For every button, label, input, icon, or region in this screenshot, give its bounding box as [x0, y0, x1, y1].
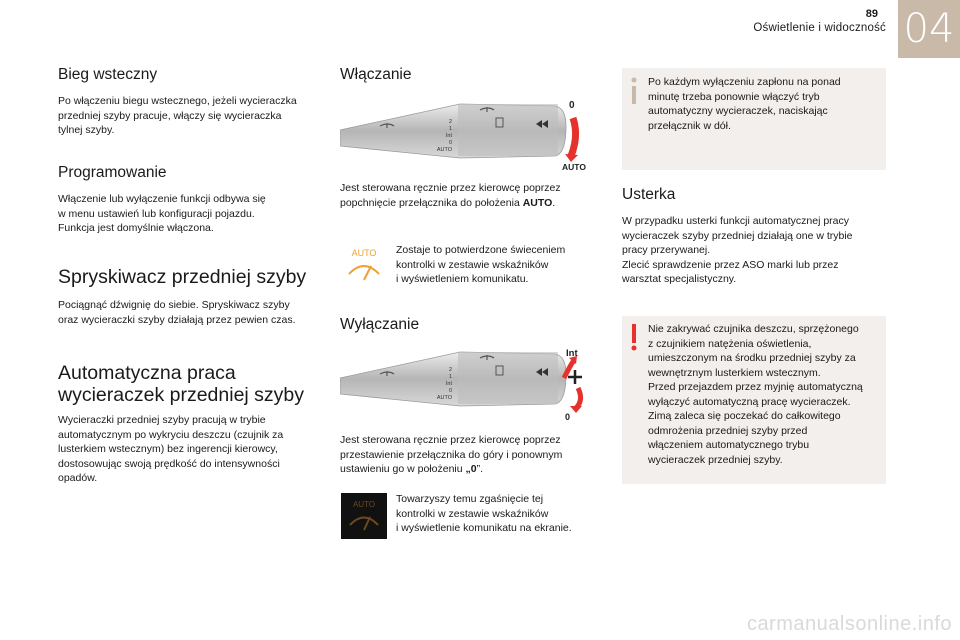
heading-washer: Spryskiwacz przedniej szyby	[58, 266, 307, 288]
wiper-lever-off-illustration: 2 1 Int 0 AUTO Int 0	[340, 348, 584, 422]
text-on: Jest sterowana ręcznie przez kierowcę po…	[340, 182, 561, 209]
lever2-pos-int: Int	[446, 381, 453, 387]
lever2-pos-2: 2	[449, 367, 452, 373]
svg-text:AUTO: AUTO	[353, 500, 375, 509]
lever-pos-1: 1	[449, 126, 452, 132]
lever2-pos-1: 1	[449, 374, 452, 380]
text-off: Jest sterowana ręcznie przez kierowcę po…	[340, 434, 563, 475]
lever2-bottom-label: 0	[565, 412, 570, 422]
text-fault: W przypadku usterki funkcji automatyczne…	[622, 215, 853, 285]
section-title: Oświetlenie i widoczność	[753, 22, 886, 34]
text-auto-wipe: Wycieraczki przedniej szyby pracują w tr…	[58, 414, 284, 484]
lever-pos-auto: AUTO	[437, 147, 453, 153]
heading-fault: Usterka	[622, 186, 676, 203]
heading-reverse: Bieg wsteczny	[58, 66, 158, 83]
wiper-lever-on-illustration: 2 1 Int 0 AUTO 0 AUTO	[340, 100, 586, 172]
lever-pos-int: Int	[446, 133, 453, 139]
lever2-top-label: Int	[566, 348, 578, 359]
text-warning: Nie zakrywać czujnika deszczu, sprzężone…	[648, 323, 863, 466]
heading-auto-wipe: Automatyczna praca wycieraczek przedniej…	[58, 362, 305, 406]
warning-box	[622, 316, 886, 484]
lever-bottom-label: AUTO	[562, 162, 586, 172]
auto-wiper-lit-icon: AUTO	[341, 244, 387, 290]
warning-icon	[629, 322, 639, 352]
heading-on: Włączanie	[340, 66, 412, 83]
svg-text:AUTO: AUTO	[352, 248, 377, 258]
lever-pos-0: 0	[449, 140, 452, 146]
auto-wiper-off-icon: AUTO	[341, 493, 387, 539]
lever2-pos-auto: AUTO	[437, 395, 453, 401]
heading-off: Wyłączanie	[340, 316, 420, 333]
lever-top-label: 0	[569, 100, 575, 111]
text-washer: Pociągnąć dźwignię do siebie. Spryskiwac…	[58, 299, 296, 326]
page-number: 89	[865, 8, 878, 20]
info-box	[622, 68, 886, 170]
lever2-pos-0: 0	[449, 388, 452, 394]
text-programming: Włączenie lub wyłączenie funkcji odbywa …	[58, 193, 266, 234]
heading-programming: Programowanie	[58, 164, 167, 181]
watermark: carmanualsonline.info	[746, 613, 952, 635]
lever-pos-2: 2	[449, 119, 452, 125]
text-reverse: Po włączeniu biegu wstecznego, jeżeli wy…	[58, 95, 297, 136]
chapter-tab: 04	[898, 0, 960, 58]
info-icon	[628, 76, 640, 106]
